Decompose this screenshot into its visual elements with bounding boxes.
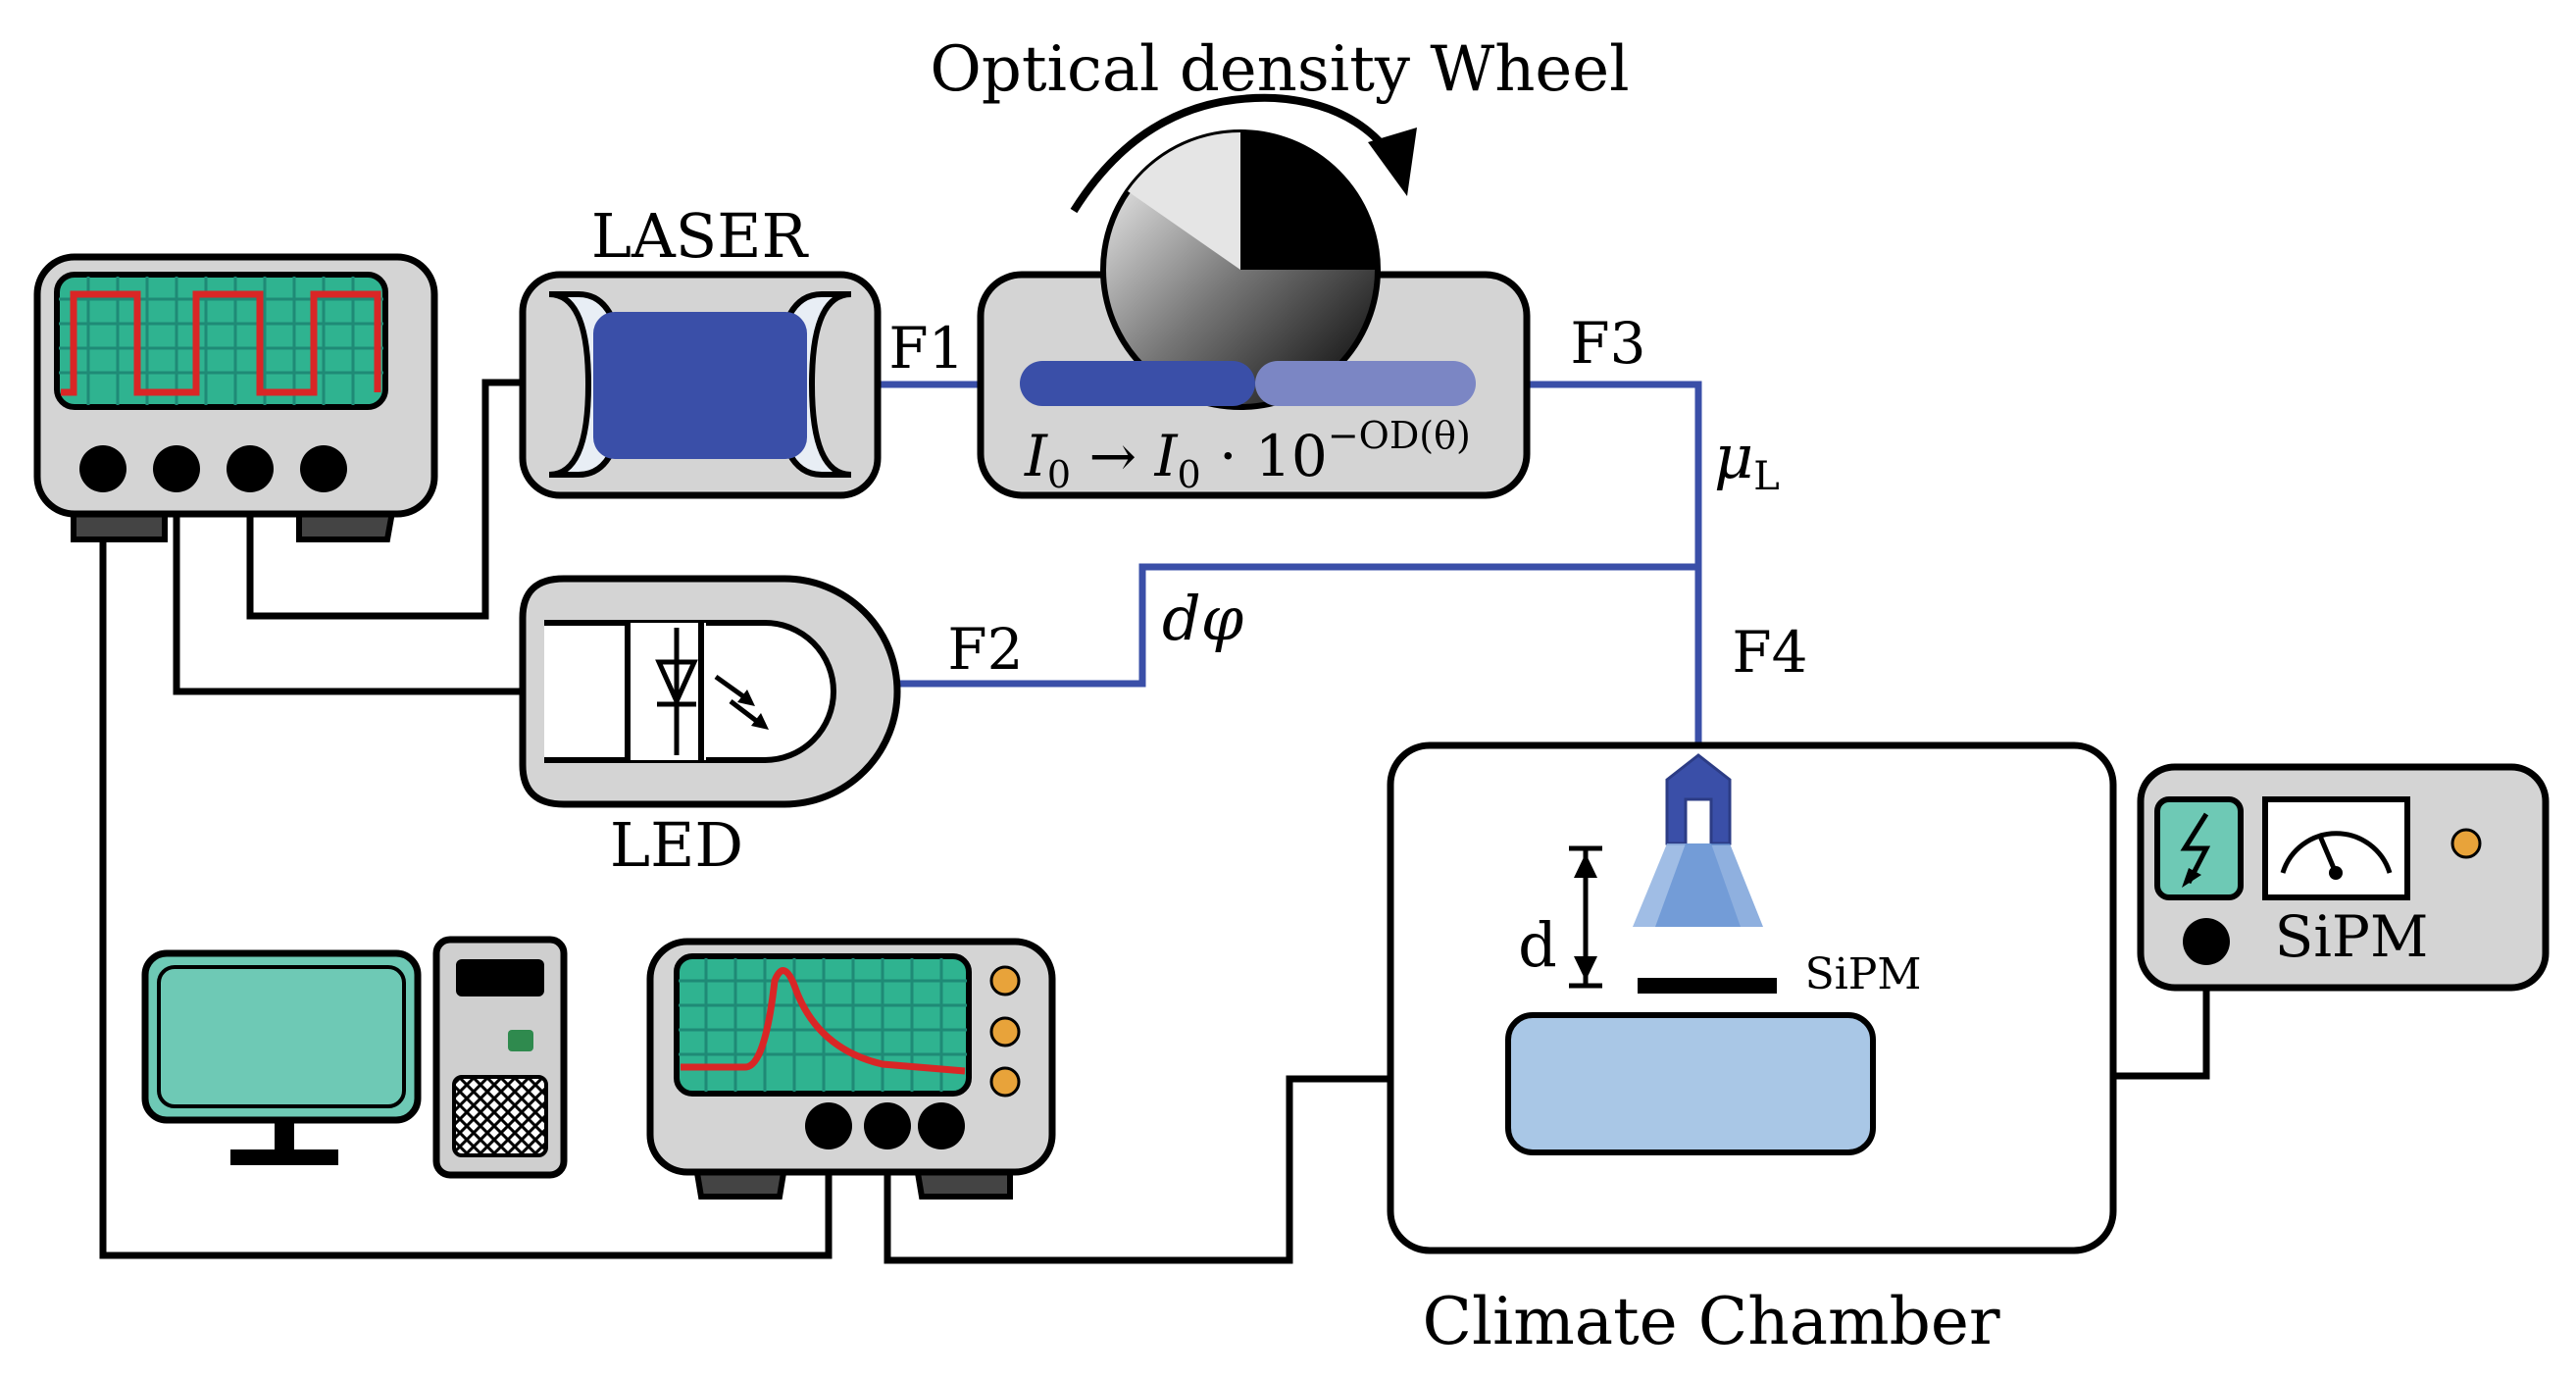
sipm-power-supply: [2137, 763, 2550, 992]
sipm-supply-label: SiPM: [2275, 903, 2429, 970]
adjust-knob[interactable]: [989, 1016, 1021, 1047]
beam-full: [1020, 361, 1255, 406]
beam-attenuated: [1255, 361, 1476, 406]
climate-chamber-label: Climate Chamber: [1422, 1284, 1999, 1359]
fiber-label-f4: F4: [1732, 619, 1807, 686]
dphi-label: dφ: [1162, 583, 1244, 654]
input-jack[interactable]: [918, 1102, 965, 1149]
digitizer-scope: [646, 938, 1056, 1200]
computer-tower: [432, 936, 568, 1179]
wheel-title: Optical density Wheel: [930, 33, 1629, 106]
computer-monitor: [141, 949, 422, 1165]
input-jack[interactable]: [805, 1102, 852, 1149]
sipm-sensor: [1638, 978, 1777, 994]
distance-marker: [1569, 845, 1602, 989]
adjust-knob[interactable]: [989, 1066, 1021, 1098]
distance-label: d: [1518, 909, 1557, 981]
pulse-waveform: [681, 967, 966, 1075]
od-wheel-unit: [977, 93, 1531, 499]
square-wave: [61, 290, 381, 396]
output-jack[interactable]: [153, 445, 200, 492]
adjust-knob[interactable]: [989, 965, 1021, 996]
laser-label: LASER: [591, 200, 810, 272]
output-jack[interactable]: [227, 445, 274, 492]
sipm-holder: [1505, 1012, 1876, 1155]
mu-l-label: μL: [1714, 421, 1780, 499]
rotation-arrow: [1070, 93, 1396, 214]
fiber-label-f2: F2: [947, 616, 1023, 683]
sipm-sensor-label: SiPM: [1805, 949, 1922, 999]
optical-fibers: [876, 381, 1702, 751]
laser-unit: [519, 271, 882, 499]
adjust-knob[interactable]: [2450, 828, 2482, 859]
fiber-label-f1: F1: [888, 315, 964, 382]
pulse-generator-scope: [33, 253, 438, 542]
laser-cavity: [593, 312, 807, 459]
output-jack[interactable]: [79, 445, 126, 492]
input-jack[interactable]: [864, 1102, 911, 1149]
gauge: [2262, 796, 2410, 900]
led-unit: [519, 575, 901, 808]
attenuation-formula: I0 → I0 · 10−OD(θ): [1024, 414, 1471, 496]
fiber-head: [1633, 753, 1763, 927]
fiber-label-f3: F3: [1570, 310, 1645, 377]
output-jack[interactable]: [300, 445, 347, 492]
led-label: LED: [610, 809, 743, 881]
climate-chamber: [1387, 741, 2117, 1254]
output-jack[interactable]: [2183, 918, 2230, 965]
